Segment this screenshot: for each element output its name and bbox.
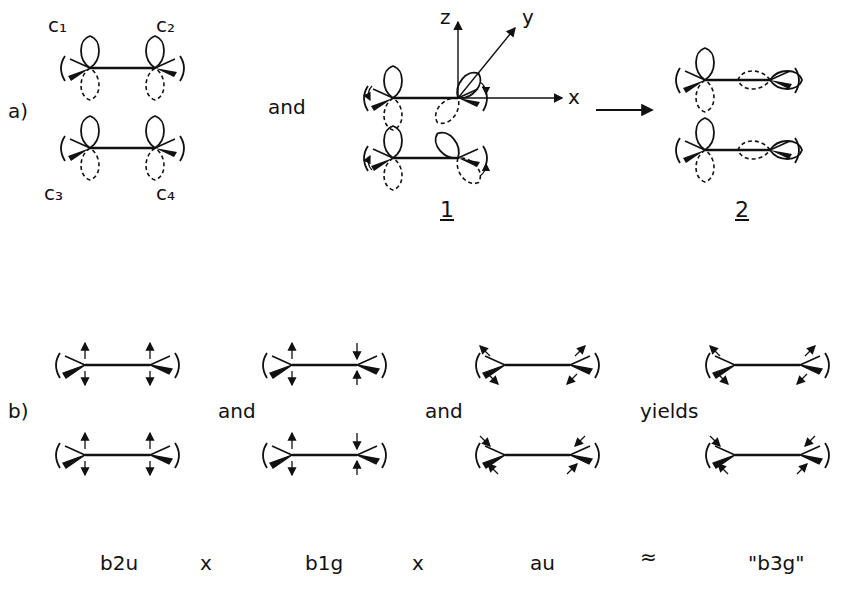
- symmetry-label: "b3g": [748, 552, 805, 574]
- structure-number: 2: [735, 198, 749, 222]
- carbon-label: c₁: [48, 14, 67, 36]
- symmetry-label: au: [530, 552, 555, 574]
- carbon-label: c₄: [156, 182, 175, 204]
- operator: ≈: [640, 546, 657, 568]
- conjunction: and: [268, 96, 306, 118]
- symmetry-label: b1g: [305, 552, 343, 574]
- part-letter: b): [8, 400, 29, 422]
- carbon-label: c₂: [156, 14, 175, 36]
- axis-label: z: [440, 6, 451, 28]
- axis-label: y: [522, 6, 534, 28]
- operator: x: [412, 552, 424, 574]
- axis-label: x: [568, 86, 580, 108]
- carbon-label: c₃: [44, 182, 63, 204]
- operator: x: [200, 552, 212, 574]
- symmetry-label: b2u: [100, 552, 138, 574]
- conjunction: yields: [640, 400, 698, 422]
- conjunction: and: [218, 400, 256, 422]
- part-letter: a): [8, 100, 28, 122]
- structure-number: 1: [440, 198, 454, 222]
- conjunction: and: [425, 400, 463, 422]
